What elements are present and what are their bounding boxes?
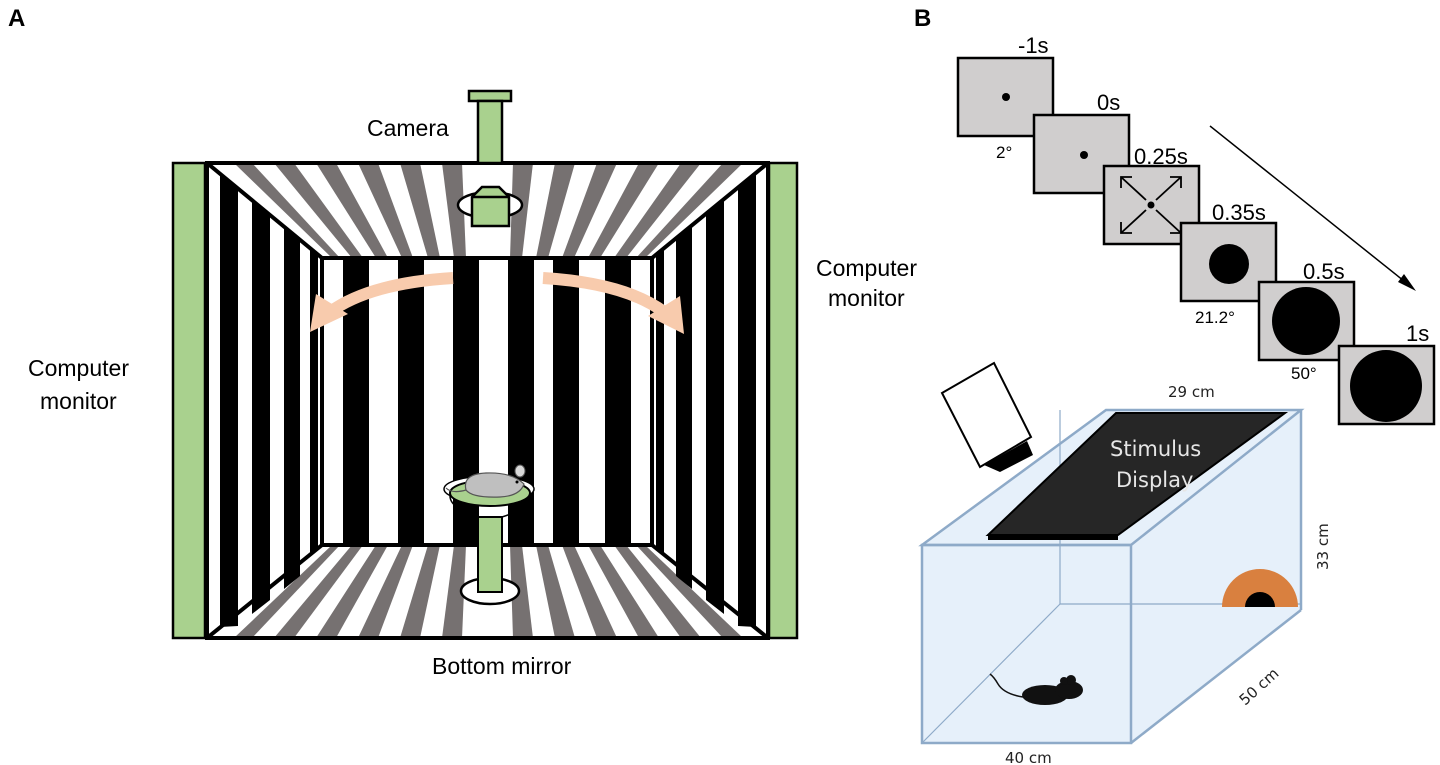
stimulus-display-edge (988, 535, 1118, 540)
left-arrow-head (310, 294, 348, 332)
left-monitor-label-line1: Computer (28, 355, 129, 381)
stimulus-dot-1 (1002, 93, 1010, 101)
mouse-icon (445, 464, 526, 498)
panel-b: B (914, 5, 1436, 765)
panel-b-letter: B (914, 5, 931, 32)
stimulus-disc-5 (1272, 287, 1340, 355)
time-label-3: 0.25s (1134, 144, 1188, 169)
right-monitor-label-line2: monitor (828, 285, 905, 311)
right-monitor (767, 161, 799, 640)
time-label-2: 0s (1097, 90, 1120, 115)
time-label-5: 0.5s (1303, 259, 1345, 284)
dim-height-label: 33 cm (1314, 523, 1332, 570)
time-arrow-head (1398, 274, 1416, 291)
dim-length-label: 40 cm (1005, 749, 1052, 765)
bottom-mirror-label: Bottom mirror (432, 653, 572, 679)
right-rotation-arrow (542, 272, 668, 317)
dim-depth-label: 50 cm (1236, 664, 1283, 709)
time-label-1: -1s (1018, 33, 1049, 58)
angle-label-2: 21.2° (1195, 308, 1235, 327)
time-label-4: 0.35s (1212, 200, 1266, 225)
right-monitor-label-line1: Computer (816, 255, 917, 281)
right-arrow-head (648, 296, 684, 334)
display-label-line2: Display (1116, 468, 1193, 492)
camera-b-icon (940, 361, 1033, 472)
angle-label-1: 2° (996, 143, 1012, 162)
camera-label: Camera (367, 115, 449, 141)
dim-width-label: 29 cm (1168, 383, 1215, 401)
stimulus-disc-6 (1350, 350, 1422, 422)
left-rotation-arrow (326, 272, 454, 317)
stimulus-timeline: -1s 0s 0.25s 0.35s 0.5s 1s 2° 21.2° 50° (956, 33, 1436, 426)
camera-icon (456, 89, 524, 228)
rotation-arrows (310, 272, 684, 334)
right-wall-stripes (652, 163, 768, 638)
stimulus-dot-2 (1080, 151, 1088, 159)
mouse-b-icon (989, 673, 1083, 705)
left-wall-stripes (207, 163, 322, 638)
display-label-line1: Stimulus (1110, 437, 1201, 461)
left-monitor (171, 161, 207, 640)
angle-label-3: 50° (1291, 364, 1317, 383)
time-arrow-line (1209, 125, 1405, 282)
panel-a-letter: A (8, 5, 25, 32)
stimulus-disc-4 (1209, 244, 1249, 284)
shelter-icon (1222, 569, 1298, 607)
panel-a: A (8, 5, 917, 679)
time-label-6: 1s (1406, 321, 1429, 346)
left-monitor-label-line2: monitor (40, 388, 117, 414)
